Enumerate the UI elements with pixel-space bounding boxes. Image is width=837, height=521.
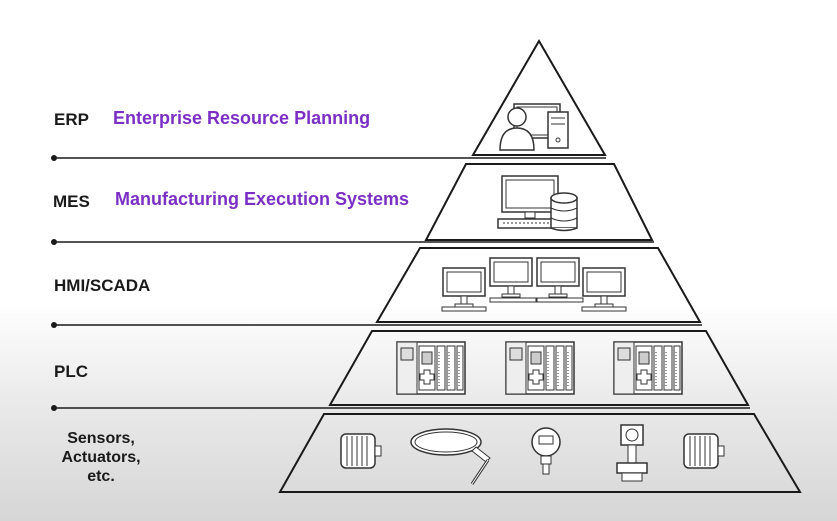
level-label-plc: PLC: [54, 362, 88, 381]
connector-dot-mes: [51, 239, 57, 245]
monitors-icon: [441, 257, 627, 312]
level-label-sensors-line-1: Sensors,: [67, 430, 135, 447]
tier-erp: [471, 39, 607, 156]
connector-dot-plc: [51, 405, 57, 411]
connector-dot-hmi: [51, 322, 57, 328]
tier-sensors: [278, 413, 802, 493]
level-description-erp: Enterprise Resource Planning: [113, 108, 371, 128]
connector-dot-erp: [51, 155, 57, 161]
plc-module-icon: [396, 341, 683, 395]
level-label-sensors: Sensors, Actuators, etc.: [46, 429, 156, 486]
level-label-sensors-line-3: etc.: [87, 468, 115, 485]
level-description-mes: Manufacturing Execution Systems: [115, 189, 410, 209]
level-label-erp: ERP: [54, 110, 89, 129]
level-label-sensors-line-2: Actuators,: [61, 449, 141, 466]
computer-database-icon: [497, 175, 578, 232]
tier-plc: [328, 330, 750, 406]
computer-user-icon: [499, 103, 569, 151]
tier-mes: [424, 163, 654, 241]
tier-hmi-scada: [375, 247, 702, 323]
level-label-mes: MES: [53, 192, 90, 211]
level-label-hmi-scada: HMI/SCADA: [54, 276, 151, 295]
sensor-actuator-icon: [340, 424, 725, 485]
